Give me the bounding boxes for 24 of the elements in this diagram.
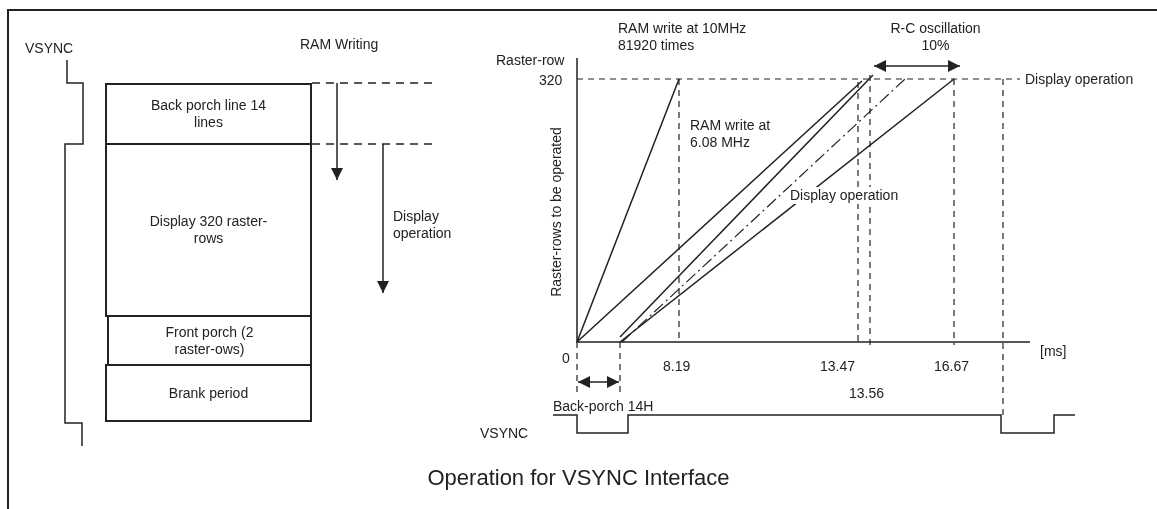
segment-box: Display 320 raster-rows — [105, 143, 312, 317]
tick-label: 8.19 — [663, 358, 691, 375]
unit-label: [ms] — [1040, 343, 1067, 360]
line-label: RAM write at 10MHz 81920 times — [618, 20, 748, 54]
axis-title: Raster-row — [496, 52, 565, 69]
dimension-label: R-C oscillation 10% — [889, 20, 982, 54]
tick-label: 320 — [539, 72, 563, 89]
annotation-label: Back-porch 14H — [553, 398, 654, 415]
tick-label: 13.56 — [849, 385, 885, 402]
tick-label: 16.67 — [934, 358, 970, 375]
line-label: Display operation — [790, 187, 899, 204]
line-label: Display operation — [1025, 71, 1134, 88]
tick-label: 13.47 — [820, 358, 856, 375]
signal-name: VSYNC — [480, 425, 529, 442]
column-heading: RAM Writing — [300, 36, 379, 53]
segment-box: Back porch line 14 lines — [105, 83, 312, 145]
arrow-label: Display operation — [393, 208, 453, 242]
axis-title: Raster-rows to be operated — [548, 126, 565, 299]
figure-caption: Operation for VSYNC Interface — [426, 465, 731, 491]
line-label: RAM write at 6.08 MHz — [690, 117, 772, 151]
segment-box: Brank period — [105, 364, 312, 422]
tick-label: 0 — [562, 350, 570, 367]
signal-name: VSYNC — [25, 40, 74, 57]
segment-box: Front porch (2 raster-ows) — [107, 315, 312, 366]
